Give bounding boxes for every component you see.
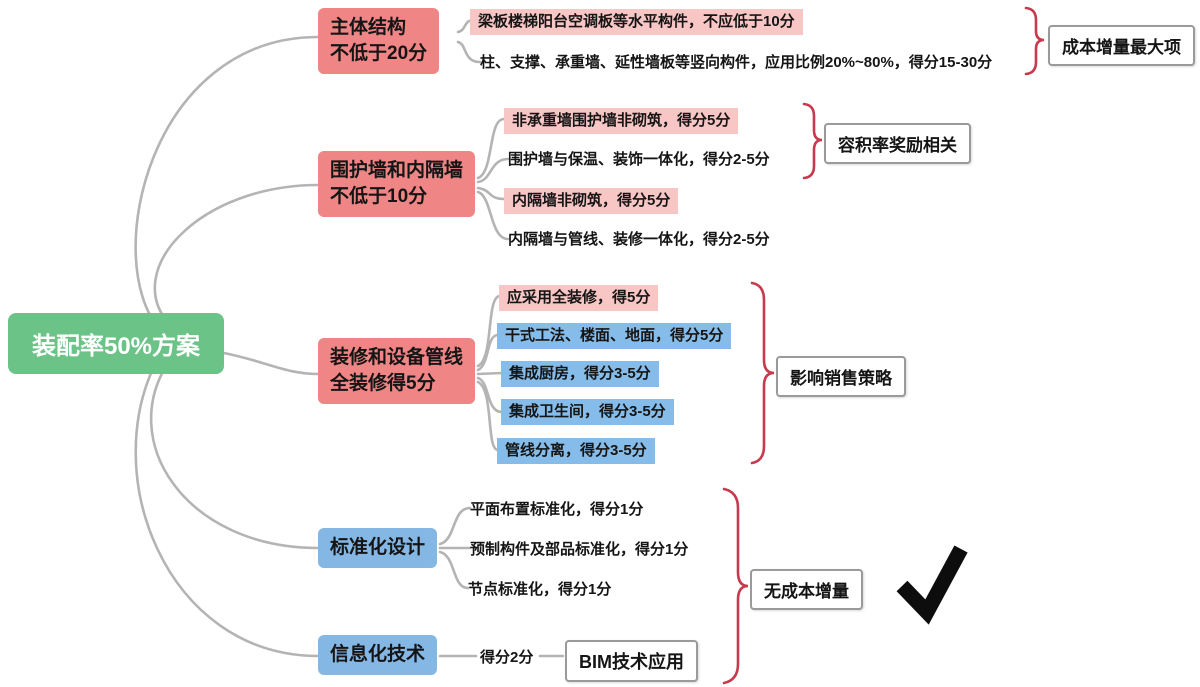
connector-root-branch5 [134, 353, 320, 658]
leaf-partition-integration: 内隔墙与管线、装修一体化，得分2-5分 [508, 231, 770, 248]
connector-branch3-leaf3 [476, 371, 504, 376]
branch-enclosure-walls-title: 围护墙和内隔墙 [330, 160, 464, 181]
brace-sales-strategy [750, 281, 775, 465]
leaf-nonmasonry-partition: 内隔墙非砌筑，得分5分 [504, 188, 679, 214]
leaf-enclosure-integration: 围护墙与保温、装饰一体化，得分2-5分 [508, 151, 770, 168]
connector-root-branch2 [153, 183, 320, 327]
annotation-no-cost-increment: 无成本增量 [750, 569, 863, 610]
connector-branch2-leaf1 [476, 117, 506, 180]
leaf-plan-standardization: 平面布置标准化，得分1分 [470, 501, 644, 518]
leaf-integrated-bathroom: 集成卫生间，得分3-5分 [501, 399, 674, 425]
annotation-cost-increment: 成本增量最大项 [1048, 25, 1195, 66]
connector-branch4-leaf3 [438, 550, 470, 590]
root-label: 装配率50%方案 [31, 333, 201, 360]
annotation-far-reward: 容积率奖励相关 [824, 123, 971, 164]
leaf-dry-construction: 干式工法、楼面、地面，得分5分 [497, 323, 732, 349]
connector-branch2-leaf3 [476, 186, 506, 201]
annotation-bim-application: BIM技术应用 [565, 640, 698, 682]
brace-no-cost [722, 487, 749, 685]
connector-root-branch1 [134, 35, 320, 332]
connector-root-branch4 [150, 358, 320, 550]
leaf-it-score: 得分2分 [480, 649, 534, 666]
connector-branch3-leaf5 [476, 380, 500, 452]
branch-information-technology-title: 信息化技术 [330, 644, 426, 665]
connector-root-branch3 [222, 351, 320, 376]
leaf-horizontal-members: 梁板楼梯阳台空调板等水平构件，不应低于10分 [470, 9, 803, 35]
branch-standardized-design-title: 标准化设计 [330, 537, 426, 558]
leaf-nonmasonry-enclosure: 非承重墙围护墙非砌筑，得分5分 [504, 108, 739, 134]
connector-branch3-leaf2 [476, 333, 500, 372]
leaf-vertical-members: 柱、支撑、承重墙、延性墙板等竖向构件，应用比例20%~80%，得分15-30分 [480, 54, 993, 71]
annotation-sales-strategy: 影响销售策略 [776, 356, 906, 397]
connector-branch1-leaf2 [456, 40, 482, 64]
brace-cost-increment [1024, 6, 1045, 76]
branch-main-structure: 主体结构 不低于20分 [318, 8, 440, 75]
leaf-component-standardization: 预制构件及部品标准化，得分1分 [470, 541, 689, 558]
connector-branch4-leaf1 [438, 506, 472, 546]
leaf-node-standardization: 节点标准化，得分1分 [468, 581, 612, 598]
branch-main-structure-title: 主体结构 [330, 17, 407, 38]
branch-decoration-pipeline: 装修和设备管线 全装修得5分 [318, 338, 476, 405]
connector-branch3-leaf4 [476, 376, 504, 414]
leaf-integrated-kitchen: 集成厨房，得分3-5分 [501, 361, 659, 387]
branch-main-structure-score: 不低于20分 [330, 43, 428, 65]
branch-decoration-pipeline-title: 装修和设备管线 [330, 347, 464, 368]
leaf-pipeline-separation: 管线分离，得分3-5分 [497, 438, 655, 464]
connector-branch3-leaf1 [476, 294, 502, 368]
branch-enclosure-walls: 围护墙和内隔墙 不低于10分 [318, 151, 476, 218]
branch-standardized-design: 标准化设计 [318, 528, 438, 569]
branch-decoration-pipeline-score: 全装修得5分 [330, 373, 436, 395]
branch-enclosure-walls-score: 不低于10分 [330, 186, 428, 208]
connector-branch2-leaf2 [476, 157, 510, 184]
brace-far-reward [802, 102, 823, 180]
root-node: 装配率50%方案 [8, 313, 224, 374]
check-mark-icon [896, 545, 968, 625]
branch-information-technology: 信息化技术 [318, 635, 438, 676]
leaf-full-decoration: 应采用全装修，得5分 [499, 285, 659, 311]
connector-branch2-leaf4 [476, 190, 510, 241]
